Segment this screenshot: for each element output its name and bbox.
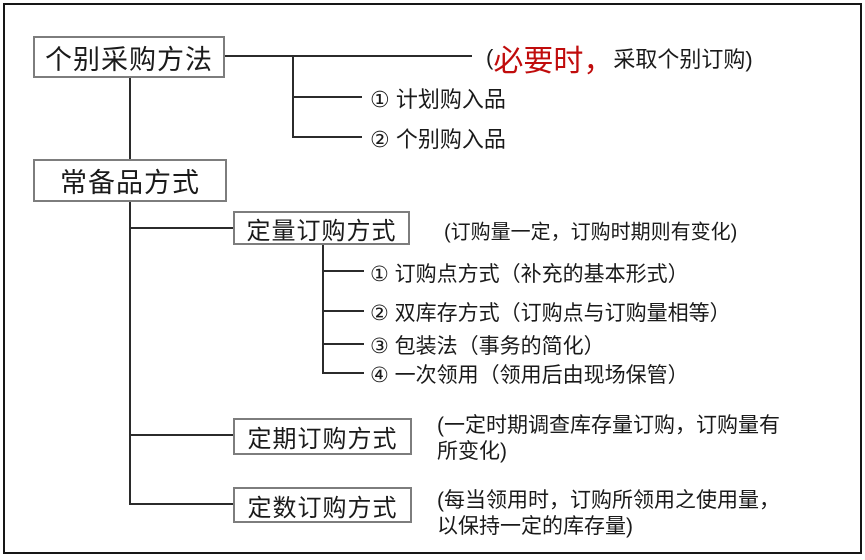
node-label: 常备品方式	[60, 168, 200, 198]
connector-line	[322, 343, 364, 345]
connector-line	[225, 55, 472, 57]
node-standing-stock-method: 常备品方式	[33, 159, 227, 202]
node-label: 定数订购方式	[247, 494, 398, 522]
note-fixed-quantity: (订购量一定，订购时期则有变化)	[444, 221, 738, 244]
connector-line	[292, 96, 362, 98]
note-rest: 采取个别订购)	[613, 47, 753, 72]
connector-line	[322, 245, 324, 374]
connector-line	[129, 202, 131, 505]
connector-line	[292, 136, 362, 138]
connector-line	[322, 372, 364, 374]
note-fixed-period: (一定时期调查库存量订购，订购量有 所变化)	[437, 414, 780, 463]
connector-line	[129, 503, 233, 505]
note-individual-procurement: ( 必要时， 采取个别订购)	[486, 36, 753, 80]
connector-line	[322, 310, 364, 312]
item-individual-purchase: ② 个别购入品	[370, 127, 506, 152]
item-order-point-method: ① 订购点方式（补充的基本形式）	[370, 263, 689, 286]
node-fixed-period-ordering: 定期订购方式	[233, 418, 412, 455]
connector-line	[129, 227, 233, 229]
node-fixed-number-ordering: 定数订购方式	[233, 487, 412, 523]
node-fixed-quantity-ordering: 定量订购方式	[233, 211, 410, 245]
node-label: 个别采购方法	[45, 44, 213, 75]
note-red-emphasis: 必要时，	[493, 45, 614, 78]
item-one-time-requisition: ④ 一次领用（领用后由现场保管）	[370, 364, 689, 387]
note-paren-open: (	[486, 45, 494, 70]
connector-line	[322, 270, 364, 272]
connector-line	[129, 434, 233, 436]
item-packaging-method: ③ 包装法（事务的简化）	[370, 335, 605, 358]
node-individual-procurement-method: 个别采购方法	[33, 36, 225, 78]
node-label: 定量订购方式	[246, 217, 397, 245]
note-fixed-number: (每当领用时，订购所领用之使用量， 以保持一定的库存量)	[437, 489, 780, 538]
node-label: 定期订购方式	[247, 426, 398, 453]
connector-line	[129, 78, 131, 159]
item-planned-purchase: ① 计划购入品	[370, 87, 506, 112]
item-double-stock-method: ② 双库存方式（订购点与订购量相等）	[370, 302, 731, 325]
